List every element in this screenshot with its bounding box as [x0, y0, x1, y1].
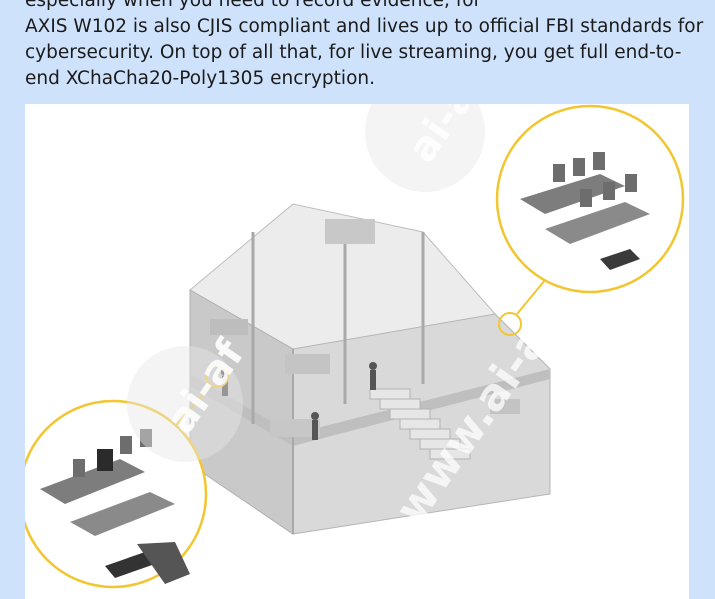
furniture-sofa	[285, 354, 330, 374]
furniture-table	[210, 319, 248, 335]
article-paragraph: especially when you need to record evide…	[25, 0, 704, 92]
person-body	[312, 420, 318, 440]
staircase	[369, 388, 471, 460]
paragraph-line-0: especially when you need to record evide…	[25, 0, 482, 11]
furniture-desk	[490, 399, 520, 414]
callout-camera-docking	[25, 399, 208, 589]
furniture-shelves	[325, 219, 375, 244]
paragraph-line-3: end XChaCha20-Poly1305 encryption.	[25, 68, 375, 89]
callout-leader-line	[169, 386, 211, 433]
body-camera-device	[97, 449, 113, 471]
building-illustration: ai-af ai-af www.ai-af	[25, 104, 685, 589]
product-illustration: ai-af ai-af www.ai-af	[25, 104, 689, 599]
callout-docking-station	[495, 104, 685, 294]
person-body	[222, 376, 228, 396]
body-camera-device	[105, 552, 155, 578]
hand	[137, 542, 190, 584]
paragraph-line-2: cybersecurity. On top of all that, for l…	[25, 42, 682, 63]
device-marker-ring	[205, 364, 229, 388]
furniture-counter	[270, 419, 320, 437]
watermark-text: ai-af	[399, 104, 495, 171]
paragraph-line-1: AXIS W102 is also CJIS compliant and liv…	[25, 16, 704, 37]
person-figure	[311, 412, 319, 420]
person-figure	[369, 362, 377, 370]
device-marker-ring	[498, 312, 522, 336]
body-camera-device	[600, 249, 640, 270]
person-body	[370, 370, 376, 390]
